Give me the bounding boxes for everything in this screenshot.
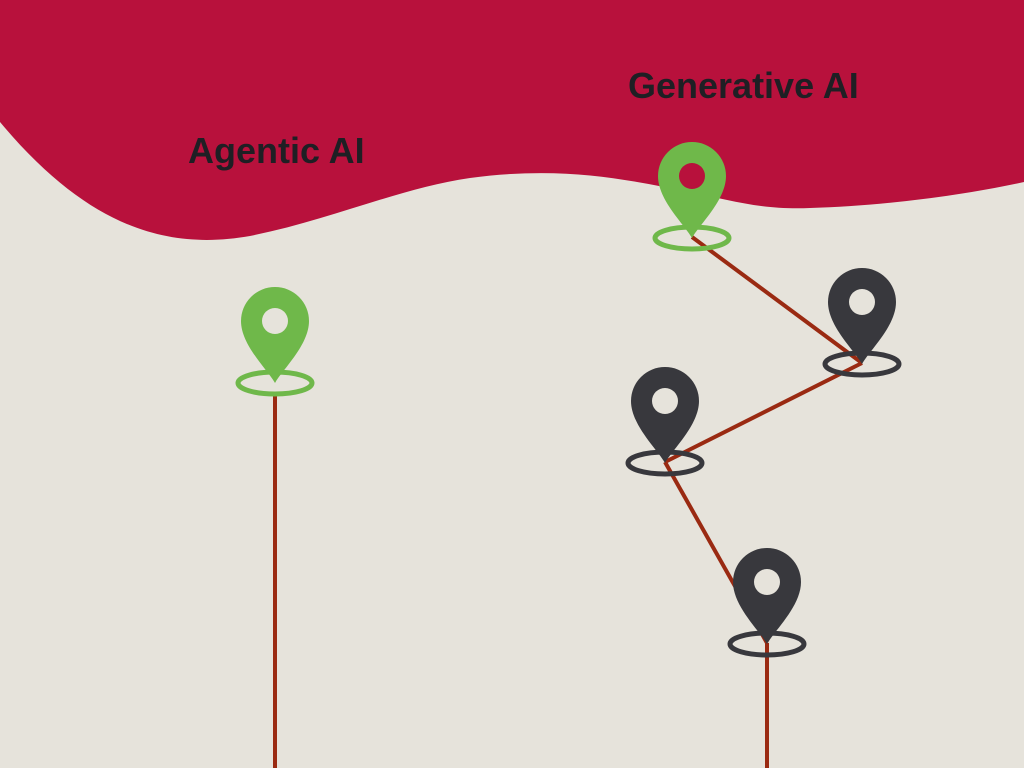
generative-start-pin [652, 142, 732, 252]
map-pin-icon [241, 287, 309, 383]
generative-ai-label: Generative AI [628, 65, 859, 106]
map-pin-icon [828, 268, 896, 364]
map-pin-icon [658, 142, 726, 238]
pin-hole [849, 289, 875, 315]
agentic-pin [235, 287, 315, 397]
pin-hole [754, 569, 780, 595]
waypoint-pin-3 [727, 548, 807, 658]
route-segment-1 [690, 235, 864, 365]
pin-hole [679, 163, 705, 189]
map-pin-icon [631, 367, 699, 463]
pin-hole [652, 388, 678, 414]
route-segment-2 [664, 361, 863, 464]
header-banner [0, 0, 1024, 240]
waypoint-pin-2 [625, 367, 705, 477]
pin-hole [262, 308, 288, 334]
map-pin-icon [733, 548, 801, 644]
waypoint-pin-1 [822, 268, 902, 378]
agentic-ai-label: Agentic AI [188, 130, 365, 171]
